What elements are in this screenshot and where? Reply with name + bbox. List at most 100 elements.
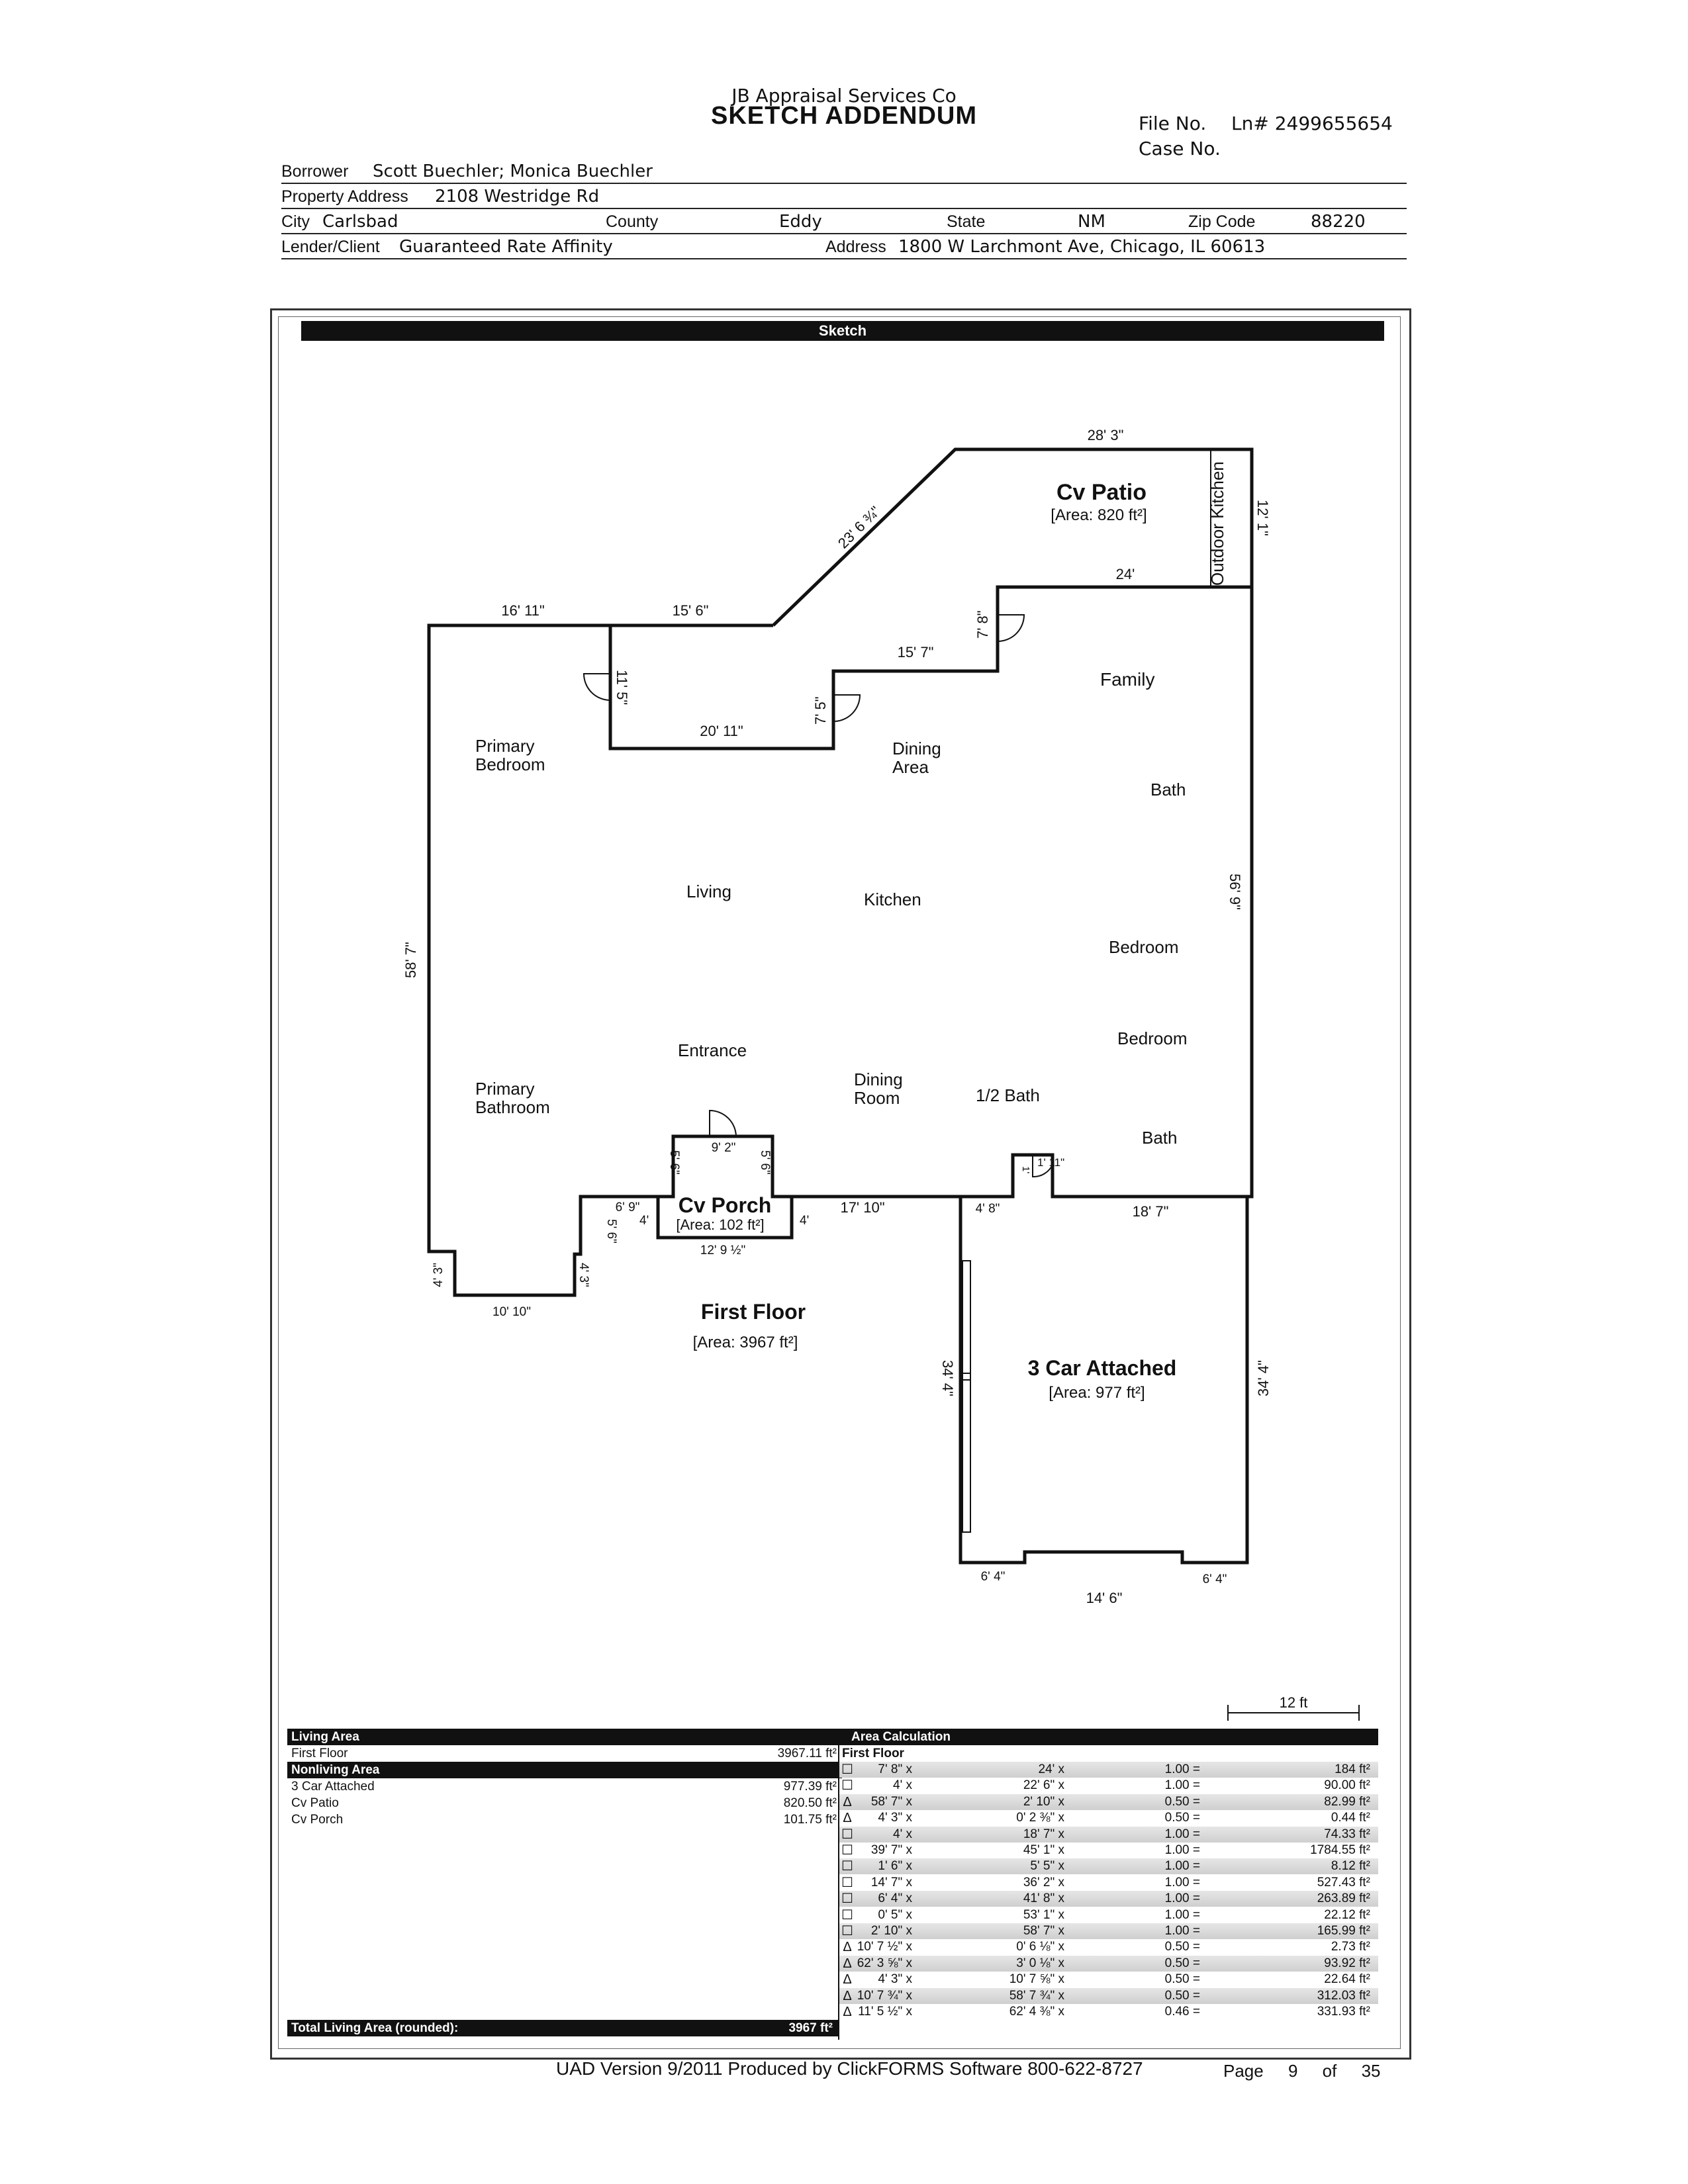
room-bath-2: Bath xyxy=(1142,1128,1178,1148)
room-bath-1: Bath xyxy=(1150,780,1186,799)
area-calc-result: 263.89 ft² xyxy=(1317,1891,1370,1906)
area-calc-dim-a: 4' 3" x xyxy=(878,1811,912,1825)
nonliving-garage-value: 977.39 ft² xyxy=(783,1780,837,1794)
area-calc-dim-b: 53' 1" x xyxy=(1023,1907,1064,1922)
area-calc-dim-b: 18' 7" x xyxy=(1023,1827,1064,1841)
borrower-value: Scott Buechler; Monica Buechler xyxy=(373,161,653,181)
dim-6-9: 6' 9" xyxy=(616,1201,640,1214)
square-icon: ☐ xyxy=(841,1762,853,1777)
triangle-icon: Δ xyxy=(843,1972,852,1987)
area-calc-dim-b: 62' 4 ⅜" x xyxy=(1009,2005,1064,2019)
area-calc-result: 22.64 ft² xyxy=(1324,1972,1370,1987)
square-icon: ☐ xyxy=(841,1827,853,1842)
area-section: Living Area First Floor 3967.11 ft² Nonl… xyxy=(287,1729,1378,2040)
area-cv-porch: [Area: 102 ft²] xyxy=(676,1216,764,1233)
dim-24: 24' xyxy=(1116,566,1135,582)
dim-56-9: 56' 9" xyxy=(1227,874,1243,910)
garage-door-mark-2 xyxy=(962,1373,971,1533)
room-dining-area: Dining xyxy=(892,739,941,758)
dim-58-7: 58' 7" xyxy=(402,942,419,978)
square-icon: ☐ xyxy=(841,1924,853,1938)
square-icon: ☐ xyxy=(841,1875,853,1890)
room-dining-room-2: Room xyxy=(854,1088,900,1108)
house-outline xyxy=(427,447,1254,1297)
total-living-value: 3967 ft² xyxy=(788,2021,833,2035)
living-first-floor-name: First Floor xyxy=(291,1747,348,1760)
dim-14-6: 14' 6" xyxy=(1086,1590,1123,1606)
triangle-icon: Δ xyxy=(843,1940,852,1955)
dim-top: 28' 3" xyxy=(1088,427,1124,443)
sketch-frame-inner xyxy=(278,316,1401,2049)
state-value: NM xyxy=(1078,212,1105,232)
room-primary-bedroom: Primary xyxy=(475,736,535,756)
nonliving-area-header: Nonliving Area xyxy=(287,1762,842,1778)
area-calc-result: 312.03 ft² xyxy=(1317,1988,1370,2003)
case-no-label: Case No. xyxy=(1139,138,1221,159)
area-calc-result: 1784.55 ft² xyxy=(1310,1843,1370,1857)
door-swing-2 xyxy=(833,694,861,722)
dim-7-5: 7' 5" xyxy=(812,696,829,725)
area-calc-dim-b: 24' x xyxy=(1038,1762,1064,1776)
dim-4-3-right: 4' 3" xyxy=(577,1263,590,1287)
area-calc-factor: 0.46 = xyxy=(1164,2005,1200,2019)
dim-right-upper: 12' 1" xyxy=(1254,500,1271,536)
sketch-frame xyxy=(270,308,1411,2060)
property-value: 2108 Westridge Rd xyxy=(435,187,600,206)
dim-15-6: 15' 6" xyxy=(673,602,709,619)
room-half-bath: 1/2 Bath xyxy=(976,1085,1040,1105)
dim-4-a: 4' xyxy=(639,1214,649,1228)
area-calc-dim-b: 22' 6" x xyxy=(1023,1778,1064,1793)
square-icon: ☐ xyxy=(841,1843,853,1858)
dim-4-b: 4' xyxy=(800,1214,809,1228)
living-first-floor-value: 3967.11 ft² xyxy=(777,1747,837,1760)
dim-porch-right: 5' 6" xyxy=(758,1150,772,1175)
interior-wall-upper xyxy=(608,585,1252,751)
city-label: City xyxy=(281,212,310,231)
dim-9-2: 9' 2" xyxy=(712,1141,736,1155)
zip-label: Zip Code xyxy=(1188,212,1256,231)
page-number: 9 xyxy=(1288,2061,1298,2081)
square-icon: ☐ xyxy=(841,1891,853,1907)
address-label: Address xyxy=(825,238,886,256)
area-calc-result: 82.99 ft² xyxy=(1324,1794,1370,1809)
dim-4-3-left: 4' 3" xyxy=(432,1263,445,1287)
area-calc-header: Area Calculation xyxy=(838,1729,1378,1745)
room-dining-room: Dining xyxy=(854,1069,903,1089)
living-area-header: Living Area xyxy=(287,1729,842,1745)
area-calc-dim-a: 10' 7 ¾" x xyxy=(857,1988,912,2003)
area-calc-dim-b: 45' 1" x xyxy=(1023,1843,1064,1857)
room-entrance: Entrance xyxy=(678,1040,747,1060)
dim-34-4-left: 34' 4" xyxy=(939,1360,956,1396)
nonliving-porch-value: 101.75 ft² xyxy=(783,1813,837,1827)
area-calc-result: 331.93 ft² xyxy=(1317,2005,1370,2019)
room-bedroom-1: Bedroom xyxy=(1109,937,1179,957)
room-bedroom-2: Bedroom xyxy=(1117,1028,1188,1048)
city-row: City Carlsbad County Eddy State NM Zip C… xyxy=(281,209,1407,234)
nonliving-garage-name: 3 Car Attached xyxy=(291,1780,375,1794)
triangle-icon: Δ xyxy=(843,1956,852,1971)
dim-4-8: 4' 8" xyxy=(976,1202,1000,1216)
room-living: Living xyxy=(686,882,731,901)
nonliving-patio-name: Cv Patio xyxy=(291,1796,339,1810)
area-calc-dim-b: 5' 5" x xyxy=(1030,1859,1064,1874)
area-calc-factor: 1.00 = xyxy=(1164,1827,1200,1841)
area-calc-dim-a: 7' 8" x xyxy=(878,1762,912,1776)
area-calc-dim-a: 14' 7" x xyxy=(870,1875,912,1889)
zip-value: 88220 xyxy=(1311,212,1366,232)
dim-porch-left: 5' 6" xyxy=(667,1150,681,1175)
dim-1: 1' xyxy=(1020,1166,1031,1173)
area-calc-result: 74.33 ft² xyxy=(1324,1827,1370,1841)
dim-5-6: 5' 6" xyxy=(604,1219,618,1244)
borrower-row: Borrower Scott Buechler; Monica Buechler xyxy=(281,159,1407,184)
scale-label: 12 ft xyxy=(1280,1694,1308,1711)
total-living-bar: Total Living Area (rounded): 3967 ft² xyxy=(287,2020,838,2036)
room-kitchen: Kitchen xyxy=(864,889,921,909)
